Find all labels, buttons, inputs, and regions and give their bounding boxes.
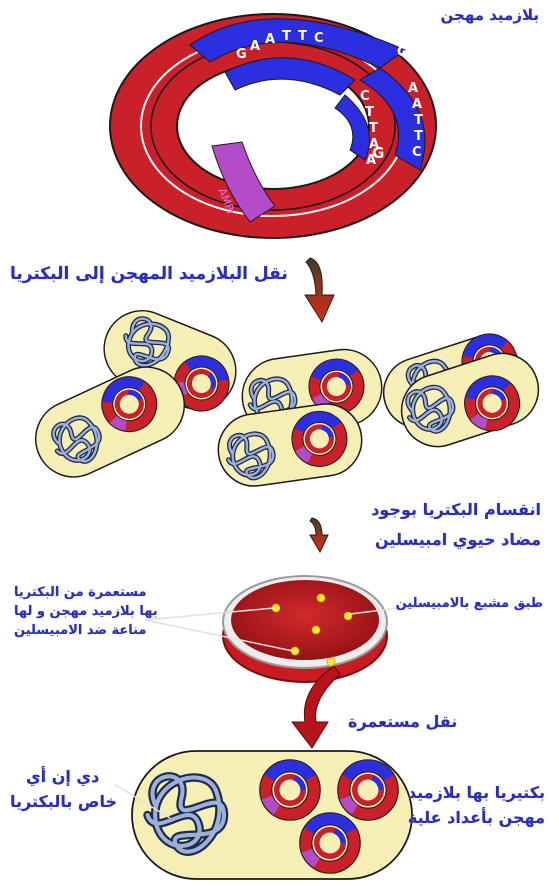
label-colony-line1: مستعمرة من البكتريا (14, 585, 147, 600)
base-inner-left-1: G (232, 93, 243, 108)
base-outer-top-6: C (314, 31, 324, 46)
label-colony-line2: بها بلازميد مهجن و لها (14, 604, 158, 619)
base-outer-right-5: T (414, 129, 423, 144)
label-colony-line3: مناعة ضد الامبيسلين (14, 623, 146, 638)
base-outer-right-6: C (412, 145, 422, 160)
label-modified-plasmid: بلازميد مهجن (441, 6, 539, 24)
base-outer-top-1: G (236, 47, 247, 62)
base-outer-right-2: A (408, 81, 418, 96)
label-colony-transfer: نقل مستعمرة (348, 712, 457, 731)
base-outer-right-3: A (412, 97, 422, 112)
base-outer-right-4: T (414, 113, 423, 128)
base-inner-right-3: T (369, 121, 378, 136)
label-dna-line1: دي إن أي (26, 767, 99, 786)
base-outer-top-4: T (282, 29, 291, 44)
base-outer-top-2: A (250, 39, 260, 54)
label-bacteria-line1: بكتيريا بها بلازميد (408, 783, 545, 802)
bacteria-group (23, 299, 547, 490)
base-outer-top-3: A (265, 32, 275, 47)
petri-dish (145, 576, 440, 682)
colony-dot-6 (327, 658, 335, 666)
base-inner-right-2: T (365, 105, 374, 120)
colony-dot-3 (312, 626, 320, 634)
label-division-line2: مضاد حيوي امبيسلين (375, 530, 541, 549)
base-inner-left-2: A (258, 81, 268, 96)
base-inner-left-6: C (256, 145, 266, 160)
colony-dot-2 (317, 594, 325, 602)
label-dna-line2: خاص بالبكتريا (10, 792, 117, 811)
arrow-transfer (305, 258, 334, 322)
label-plate: طبق مشبع بالامبيسلين (396, 596, 543, 611)
base-outer-right-1: G (397, 45, 408, 60)
main-plasmid: AMPr G A A T T C G A A T T C G A A T T C… (110, 14, 436, 238)
base-inner-right-1: C (360, 89, 370, 104)
base-outer-top-5: T (298, 29, 307, 44)
label-transfer-to-bacteria: نقل البلازميد المهجن إلى البكتريا (10, 264, 288, 284)
arrow-division (310, 518, 328, 552)
label-division-line1: انقسام البكتريا بوجود (371, 500, 541, 519)
label-bacteria-line2: مهجن بأعداد علية (408, 808, 545, 827)
bacterium-cell-4 (214, 399, 367, 490)
base-inner-right-6: G (372, 144, 384, 162)
base-inner-left-5: T (254, 129, 263, 144)
base-inner-left-4: T (254, 113, 263, 128)
base-inner-left-3: A (255, 97, 265, 112)
final-bacterium (114, 751, 412, 879)
